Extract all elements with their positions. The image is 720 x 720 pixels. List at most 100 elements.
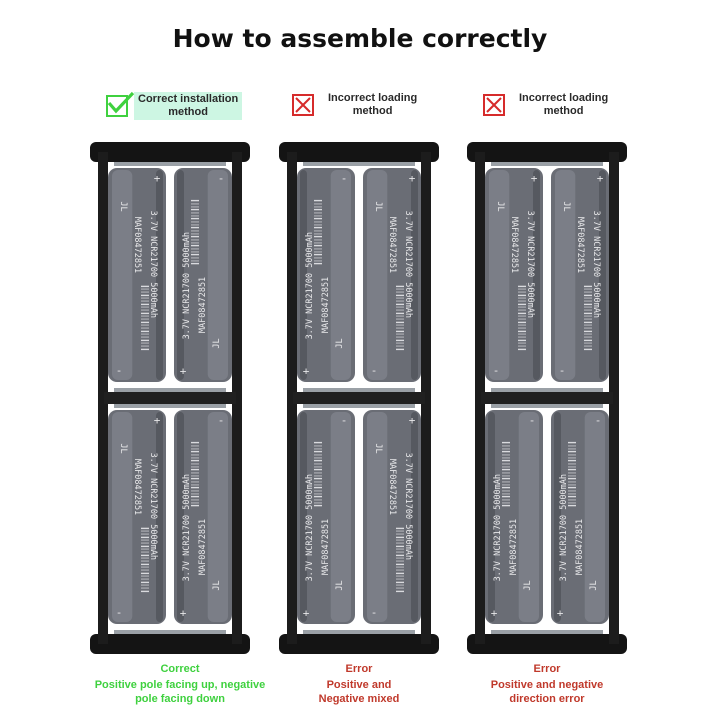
holder-contact: [303, 162, 415, 166]
status-direction-error: Error: [533, 663, 561, 675]
cell-serial-text: MAF08472851: [198, 277, 208, 333]
holder-svg: +-3.7V NCR21700 5000mAhMAF08472851JL+-3.…: [467, 142, 627, 654]
cell-spec-text: 3.7V NCR21700 5000mAh: [182, 232, 192, 339]
cell-plus-mark: +: [302, 607, 309, 620]
cell-serial-text: MAF08472851: [321, 519, 331, 575]
cell-serial-text: MAF08472851: [509, 519, 519, 575]
cell-brand-text: JL: [335, 338, 345, 348]
cell-spec-text: 3.7V NCR21700 5000mAh: [148, 453, 158, 560]
status-correct: Correct: [160, 663, 200, 675]
cell-minus-mark: -: [371, 364, 378, 377]
heading-incorrect-mixed-line1: Incorrect loading: [328, 92, 418, 104]
cell-serial-text: MAF08472851: [575, 217, 585, 273]
cell-barcode: [396, 285, 404, 351]
heading-correct-line1: Correct installation: [138, 93, 239, 105]
cell-serial-text: MAF08472851: [575, 519, 585, 575]
cell-brand-text: JL: [212, 338, 222, 348]
cell-spec-text: 3.7V NCR21700 5000mAh: [182, 474, 192, 581]
cell-plus-mark: +: [556, 607, 563, 620]
holder-top-cap: [90, 142, 250, 162]
cell-plus-mark: +: [531, 172, 538, 185]
page-title: How to assemble correctly: [172, 24, 548, 53]
cell-spec-text: 3.7V NCR21700 5000mAh: [591, 211, 601, 318]
cell-barcode: [191, 199, 199, 265]
cell-brand-text: JL: [373, 201, 383, 211]
cell-plus-mark: +: [302, 365, 309, 378]
holder-contact: [491, 404, 603, 408]
cell-spec-text: 3.7V NCR21700 5000mAh: [148, 211, 158, 318]
holder-contact: [303, 404, 415, 408]
holder-top-cap: [279, 142, 439, 162]
cell-minus-mark: -: [218, 173, 225, 186]
holder-contact: [303, 630, 415, 634]
cell-serial-text: MAF08472851: [387, 459, 397, 515]
cell-spec-text: 3.7V NCR21700 5000mAh: [493, 474, 503, 581]
heading-incorrect-mixed-line2: method: [352, 105, 393, 117]
cell-barcode: [518, 285, 526, 351]
cell-plus-mark: +: [409, 172, 416, 185]
cell-plus-mark: +: [179, 365, 186, 378]
holder-contact: [114, 388, 226, 392]
holder-svg: +-3.7V NCR21700 5000mAhMAF08472851JL+-3.…: [90, 142, 250, 654]
holder-rail-right: [609, 152, 619, 644]
cell-brand-text: JL: [118, 201, 128, 211]
heading-incorrect-direction: Incorrect loading method: [483, 92, 608, 118]
cell-barcode: [502, 441, 510, 507]
holder-top-cap: [467, 142, 627, 162]
holder-rail-right: [232, 152, 242, 644]
cell-serial-text: MAF08472851: [132, 459, 142, 515]
caption-direction-error-line1: Positive and negative: [490, 679, 604, 691]
cell-spec-text: 3.7V NCR21700 5000mAh: [403, 453, 413, 560]
holder-divider: [481, 392, 613, 404]
caption-direction-error-line2: direction error: [509, 693, 585, 705]
cell-brand-text: JL: [373, 443, 383, 453]
holder-contact: [491, 630, 603, 634]
cell-serial-text: MAF08472851: [132, 217, 142, 273]
cell-brand-text: JL: [495, 201, 505, 211]
check-icon: [106, 91, 135, 117]
cell-barcode: [584, 285, 592, 351]
heading-correct: Correct installation method: [106, 91, 243, 120]
cell-spec-text: 3.7V NCR21700 5000mAh: [525, 211, 535, 318]
cell-minus-mark: -: [116, 364, 123, 377]
cell-plus-mark: +: [154, 172, 161, 185]
holder-rail-left: [98, 152, 108, 644]
cell-barcode: [314, 441, 322, 507]
cell-minus-mark: -: [218, 415, 225, 428]
holder-divider: [104, 392, 236, 404]
battery-cell: + - 3.7V NCR21700 5000mAh MAF08472851 JL: [108, 168, 166, 382]
cell-serial-text: MAF08472851: [198, 519, 208, 575]
holder-bottom-cap: [90, 634, 250, 654]
holder-contact: [491, 388, 603, 392]
cell-serial-text: MAF08472851: [509, 217, 519, 273]
cross-icon: [292, 94, 314, 116]
caption-correct: Correct Positive pole facing up, negativ…: [90, 662, 270, 706]
heading-incorrect-direction-line2: method: [543, 105, 584, 117]
holder-rail-left: [475, 152, 485, 644]
cell-spec-text: 3.7V NCR21700 5000mAh: [305, 232, 315, 339]
holder-rail-right: [421, 152, 431, 644]
cell-barcode: [396, 527, 404, 593]
cell-plus-mark: +: [597, 172, 604, 185]
caption-mixed-line2: Negative mixed: [318, 693, 400, 705]
caption-correct-line1: Positive pole facing up, negative: [94, 679, 266, 691]
cell-brand-text: JL: [561, 201, 571, 211]
holder-contact: [114, 630, 226, 634]
status-mixed: Error: [345, 663, 373, 675]
cell-serial-text: MAF08472851: [387, 217, 397, 273]
holder-divider: [293, 392, 425, 404]
cell-barcode: [568, 441, 576, 507]
cell-minus-mark: -: [493, 364, 500, 377]
cell-barcode: [191, 441, 199, 507]
holder-contact: [491, 162, 603, 166]
cell-minus-mark: -: [529, 415, 536, 428]
